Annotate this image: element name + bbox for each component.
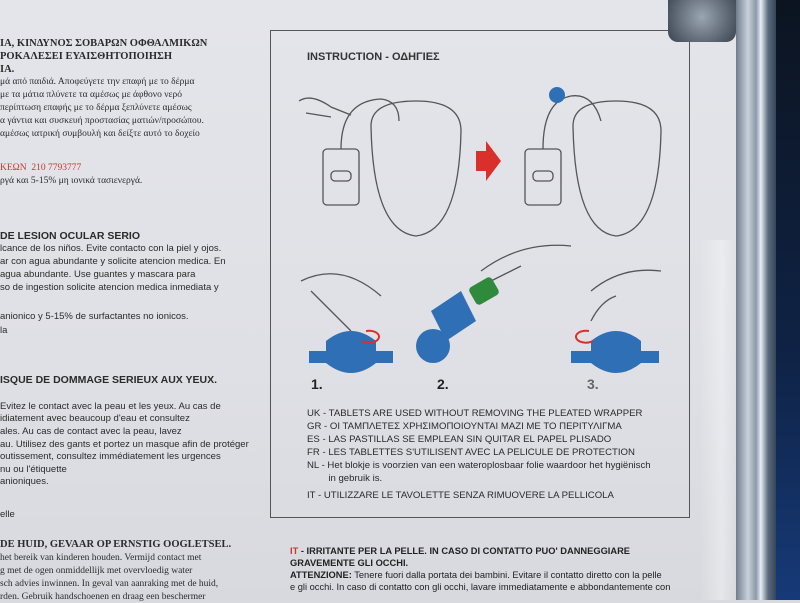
holder-clip bbox=[668, 0, 736, 42]
instruction-line-uk: UK - TABLETS ARE USED WITHOUT REMOVING T… bbox=[307, 408, 643, 419]
dutch-heading: DE HUID, GEVAAR OP ERNSTIG OOGLETSEL. bbox=[0, 539, 232, 550]
rotate-arrow-icon bbox=[361, 329, 380, 344]
dutch-body: sch advies inwinnen. In geval van aanrak… bbox=[0, 579, 219, 589]
cap-icon bbox=[469, 277, 499, 305]
dutch-body: het bereik van kinderen houden. Vermijd … bbox=[0, 553, 202, 563]
french-body: anioniques. bbox=[0, 476, 49, 487]
it-heading-2: GRAVEMENTE GLI OCCHI. bbox=[290, 558, 409, 568]
it-prefix: IT bbox=[290, 546, 299, 556]
instruction-line-nl: NL - Het blokje is voorzien van een wate… bbox=[307, 460, 651, 471]
spanish-tail: la bbox=[0, 325, 8, 336]
spanish-body: agua abundante. Use guantes y mascara pa… bbox=[0, 269, 196, 280]
spanish-composition: anionico y 5-15% de surfactantes no ioni… bbox=[0, 311, 189, 322]
spanish-body: so de ingestion solicite atencion medica… bbox=[0, 282, 219, 293]
toilet-icon-after bbox=[524, 95, 662, 237]
toilet-icon-before bbox=[298, 97, 462, 237]
dutch-body: g met de ogen onmiddellijk met overvloed… bbox=[0, 566, 193, 576]
greek-body: μά από παιδιά. Αποφεύγετε την επαφή με τ… bbox=[0, 77, 195, 87]
greek-body: περίπτωση επαφής με το δέρμα ξεπλύνετε α… bbox=[0, 103, 192, 113]
it-body: e gli occhi. In caso di contatto con gli… bbox=[290, 582, 671, 592]
instruction-line-fr: FR - LES TABLETTES S'UTILISENT AVEC LA P… bbox=[307, 447, 635, 458]
italian-warning: IT - IRRITANTE PER LA PELLE. IN CASO DI … bbox=[290, 545, 735, 593]
step-label: 1. bbox=[311, 376, 323, 392]
instruction-title: INSTRUCTION - ΟΔΗΓΙΕΣ bbox=[307, 51, 440, 63]
step-label: 3. bbox=[587, 376, 599, 392]
instruction-line-it: IT - UTILIZZARE LE TAVOLETTE SENZA RIMUO… bbox=[307, 490, 614, 501]
usage-instructions: UK - TABLETS ARE USED WITHOUT REMOVING T… bbox=[307, 407, 651, 502]
french-body: Evitez le contact avec la peau et les ye… bbox=[0, 401, 221, 412]
instruction-line-nl-cont: in gebruik is. bbox=[307, 473, 383, 484]
greek-body: αμέσως ιατρική συμβουλή και δείξτε αυτό … bbox=[0, 129, 200, 139]
step-label: 2. bbox=[437, 376, 449, 392]
greek-composition: ργά και 5-15% μη ιονικά τασιενεργά. bbox=[0, 176, 143, 186]
french-body: outissement, consultez immédiatement les… bbox=[0, 451, 221, 462]
french-body: idiatement avec beaucoup d'eau et consul… bbox=[0, 413, 190, 424]
instruction-line-es: ES - LAS PASTILLAS SE EMPLEAN SIN QUITAR… bbox=[307, 434, 612, 445]
it-heading: - IRRITANTE PER LA PELLE. IN CASO DI CON… bbox=[298, 546, 631, 556]
spanish-heading: DE LESION OCULAR SERIO bbox=[0, 230, 141, 242]
tablet-holder-step3 bbox=[571, 331, 659, 373]
hand-step1 bbox=[300, 273, 382, 332]
greek-body: α γάντια και συσκευή προστασίας ματιών/π… bbox=[0, 116, 204, 126]
dutch-body: rden. Gebruik handschoenen en draag een … bbox=[0, 592, 206, 602]
arrow-right-icon bbox=[476, 141, 501, 181]
attention-label: ATTENZIONE: bbox=[290, 570, 352, 580]
instruction-line-gr: GR - ΟΙ ΤΑΜΠΛΕΤΕΣ ΧΡΗΣΙΜΟΠΟΙΟΥΝΤΑΙ ΜΑΖΙ … bbox=[307, 421, 622, 432]
phone-number: 210 7793777 bbox=[31, 163, 82, 173]
tablet-icon bbox=[549, 87, 565, 103]
greek-heading: ΙΑ. bbox=[0, 64, 15, 75]
plastic-glare bbox=[700, 240, 736, 600]
rotate-arrow-icon bbox=[575, 329, 594, 344]
spanish-body: ar con agua abundante y solicite atencio… bbox=[0, 256, 226, 267]
french-body: nu ou l'étiquette bbox=[0, 464, 67, 475]
french-body: au. Utilisez des gants et portez un masq… bbox=[0, 439, 249, 450]
instruction-illustrations bbox=[298, 87, 662, 373]
french-tail: elle bbox=[0, 509, 15, 520]
instruction-box: INSTRUCTION - ΟΔΗΓΙΕΣ bbox=[270, 30, 690, 518]
greek-body: με τα μάτια πλύνετε τα αμέσως με άφθονο … bbox=[0, 90, 182, 100]
greek-heading: ΡΟΚΑΛΕΣΕΙ ΕΥΑΙΣΘΗΤΟΠΟΙΗΣΗ bbox=[0, 51, 173, 62]
greek-heading: ΙΑ, ΚΙΝΔΥΝΟΣ ΣΟΒΑΡΩΝ ΟΦΘΑΛΜΙΚΩΝ bbox=[0, 38, 208, 49]
phone-label: ΚΕΩΝ bbox=[0, 163, 27, 173]
tablet-holder-step2 bbox=[416, 291, 476, 363]
label-paper: ΙΑ, ΚΙΝΔΥΝΟΣ ΣΟΒΑΡΩΝ ΟΦΘΑΛΜΙΚΩΝ ΡΟΚΑΛΕΣΕ… bbox=[0, 0, 738, 602]
poison-phone: ΚΕΩΝ 210 7793777 bbox=[0, 162, 81, 174]
background-frame bbox=[776, 0, 800, 600]
attention-text: Tenere fuori dalla portata dei bambini. … bbox=[351, 570, 662, 580]
french-heading: ISQUE DE DOMMAGE SERIEUX AUX YEUX. bbox=[0, 374, 218, 386]
spanish-body: lcance de los niños. Evite contacto con … bbox=[0, 243, 222, 254]
french-body: ales. Au cas de contact avec la peau, la… bbox=[0, 426, 182, 437]
tablet-holder-step1 bbox=[309, 331, 393, 373]
hand-step3 bbox=[590, 269, 662, 322]
display-rail bbox=[736, 0, 776, 600]
hand-step2 bbox=[480, 244, 572, 282]
